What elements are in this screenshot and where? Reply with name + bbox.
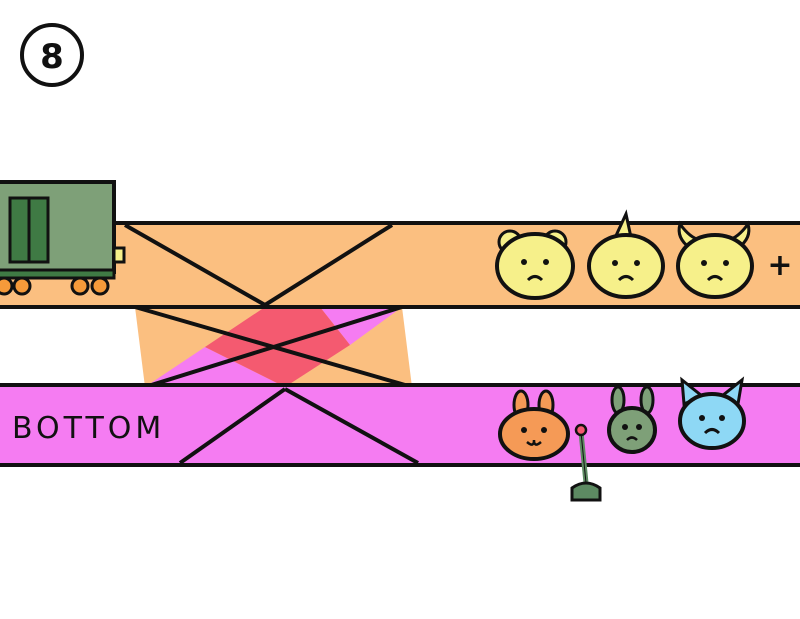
lever-knob (574, 423, 588, 437)
bottom-track[interactable]: BOTTOM (0, 383, 800, 467)
bottom-track-label: BOTTOM (12, 411, 165, 446)
crossover-magenta-right (320, 307, 402, 345)
bear-face-icon (495, 229, 575, 300)
track-crossover (134, 305, 413, 389)
top-track[interactable] (0, 221, 800, 309)
unicorn-face-icon (587, 209, 665, 299)
puzzle-number: 8 (40, 37, 64, 77)
bunny-face-icon (498, 389, 570, 461)
cat-face-icon (678, 376, 746, 450)
switch-lever-icon[interactable] (570, 423, 602, 502)
donkey-face-icon (607, 385, 657, 454)
puzzle-number-badge: 8 (20, 23, 84, 87)
plus-symbol: + (767, 248, 792, 283)
train-car-icon (0, 180, 126, 296)
cow-face-icon (676, 220, 754, 299)
